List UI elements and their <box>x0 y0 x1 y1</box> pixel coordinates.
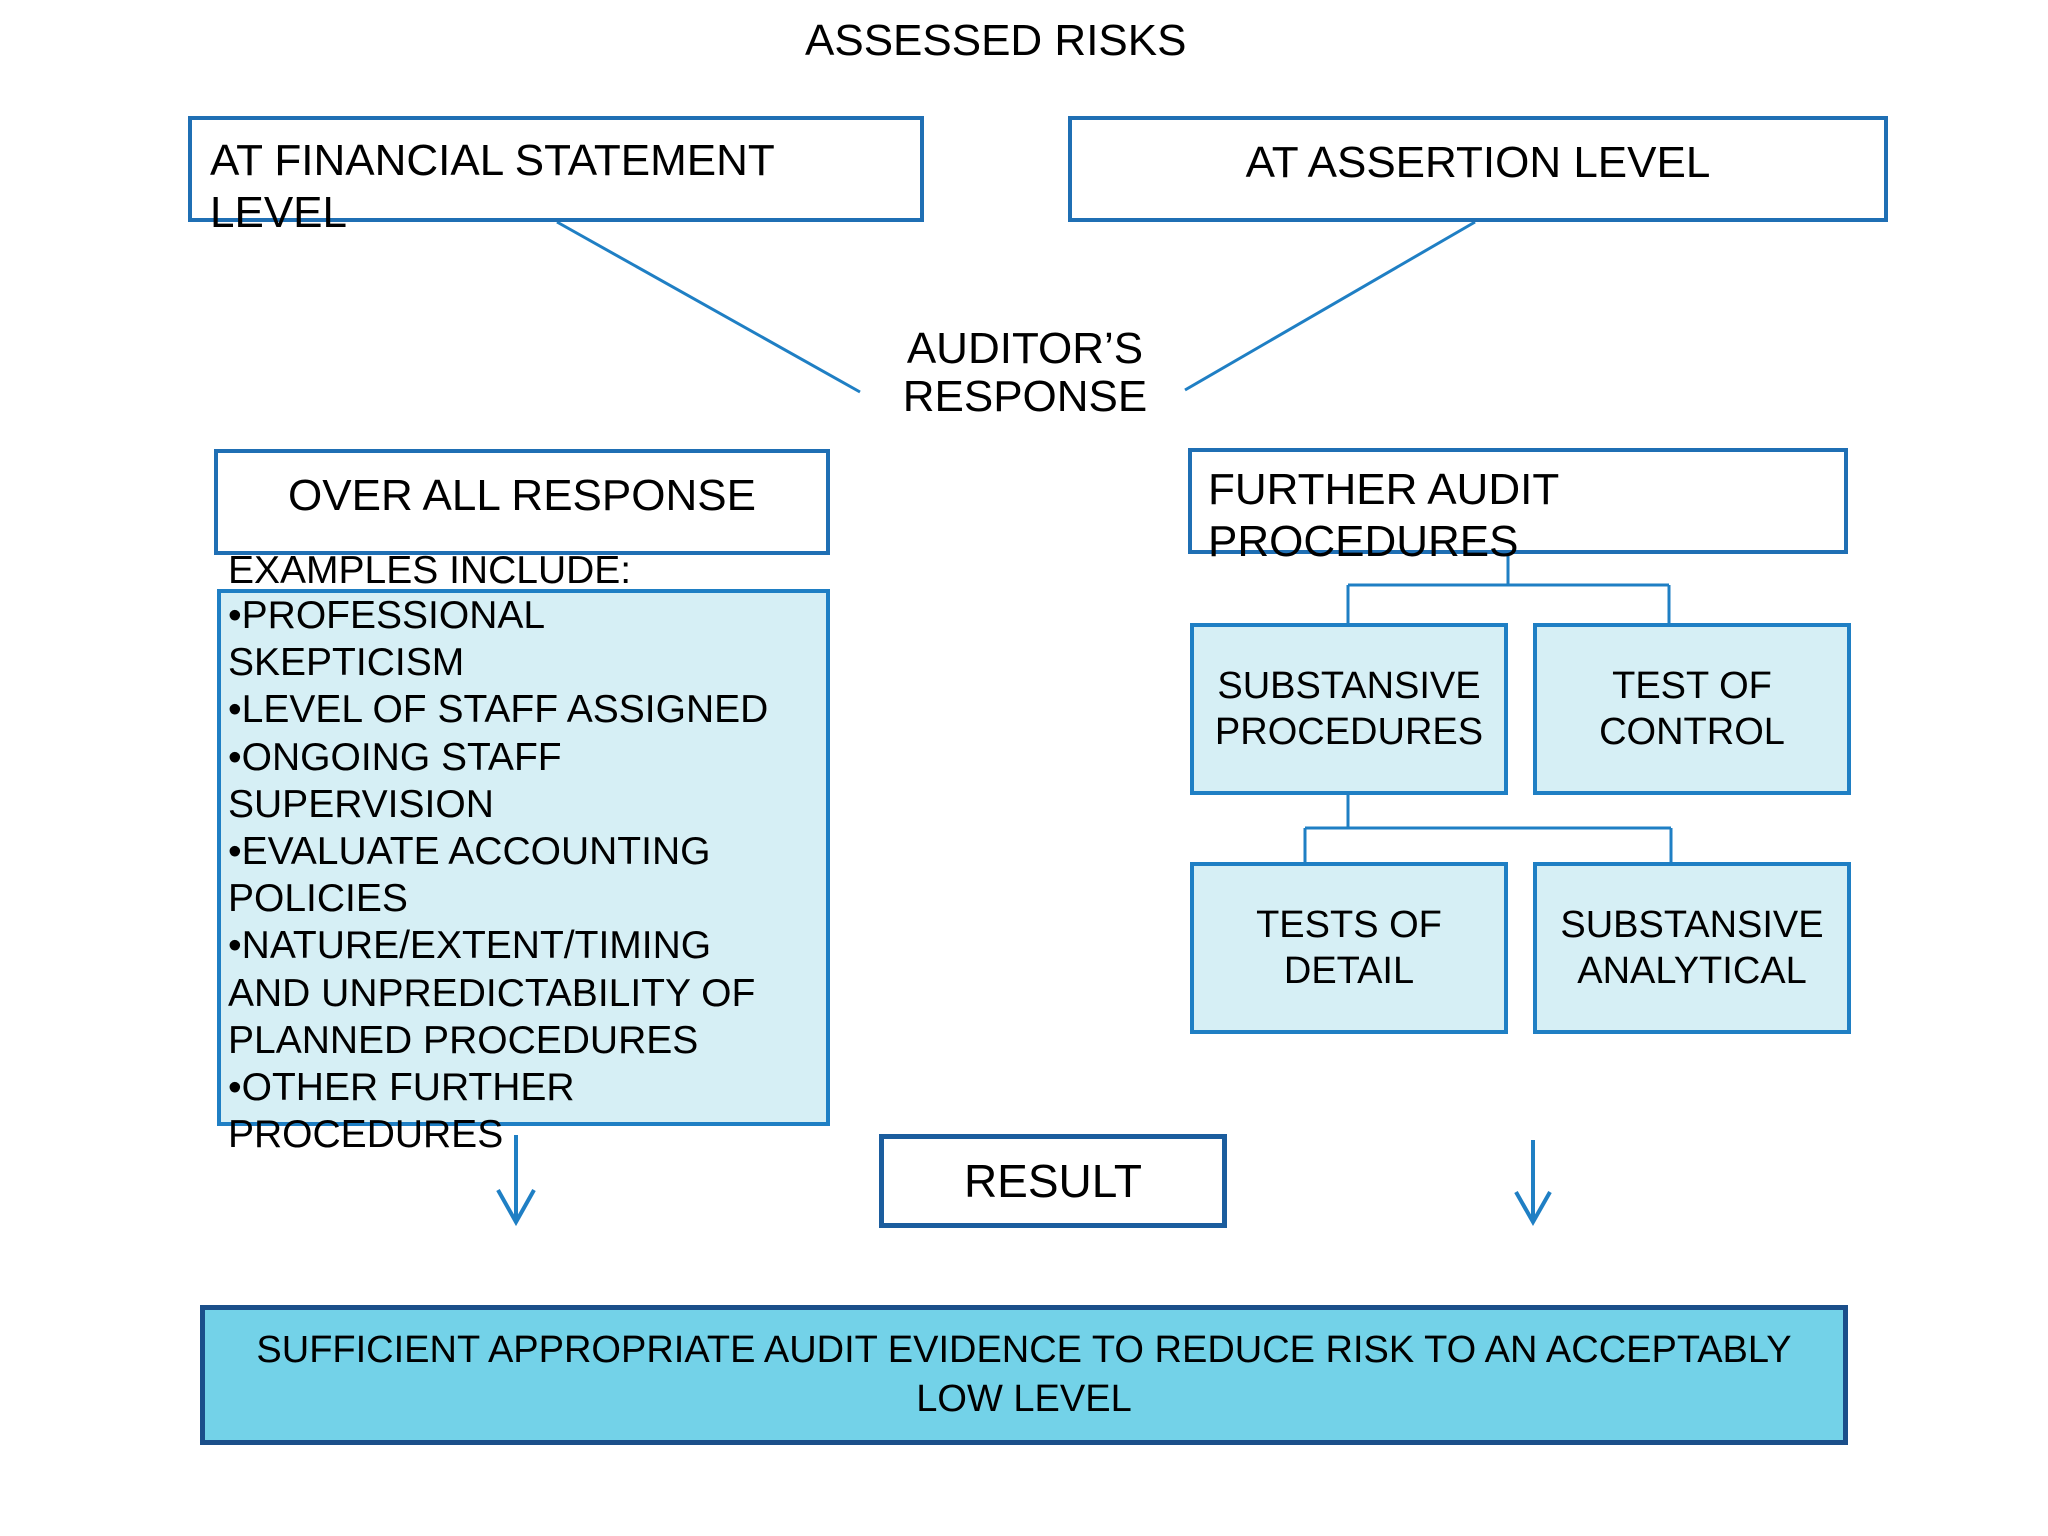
page-title: ASSESSED RISKS <box>805 16 1187 65</box>
box-test-of-control[interactable] <box>1533 623 1851 795</box>
box-over-all-response[interactable] <box>214 449 830 555</box>
label-tests-of-detail: TESTS OF DETAIL <box>1256 903 1442 992</box>
label-conclusion-banner: SUFFICIENT APPROPRIATE AUDIT EVIDENCE TO… <box>256 1328 1792 1420</box>
label-result: RESULT <box>963 1154 1143 1207</box>
box-substansive-analytical[interactable] <box>1533 862 1851 1034</box>
connector-fsl-to-response <box>556 220 861 394</box>
box-result[interactable] <box>879 1134 1227 1228</box>
label-substansive-analytical: SUBSTANSIVE ANALYTICAL <box>1560 903 1824 992</box>
auditors-response-label: AUDITOR’S RESPONSE <box>902 324 1148 421</box>
box-conclusion-banner[interactable] <box>200 1305 1848 1445</box>
box-examples-include[interactable] <box>217 589 830 1126</box>
box-tests-of-detail[interactable] <box>1190 862 1508 1034</box>
box-further-audit-procedures[interactable] <box>1188 448 1848 554</box>
arrow-left-head <box>496 1189 536 1227</box>
connector-assertion-to-response <box>1184 220 1476 392</box>
label-test-of-control: TEST OF CONTROL <box>1599 664 1785 753</box>
box-at-financial-statement-level[interactable] <box>188 116 924 222</box>
label-substansive-procedures: SUBSTANSIVE PROCEDURES <box>1214 664 1484 753</box>
box-substansive-procedures[interactable] <box>1190 623 1508 795</box>
arrow-right-head <box>1514 1191 1552 1227</box>
box-at-assertion-level[interactable] <box>1068 116 1888 222</box>
